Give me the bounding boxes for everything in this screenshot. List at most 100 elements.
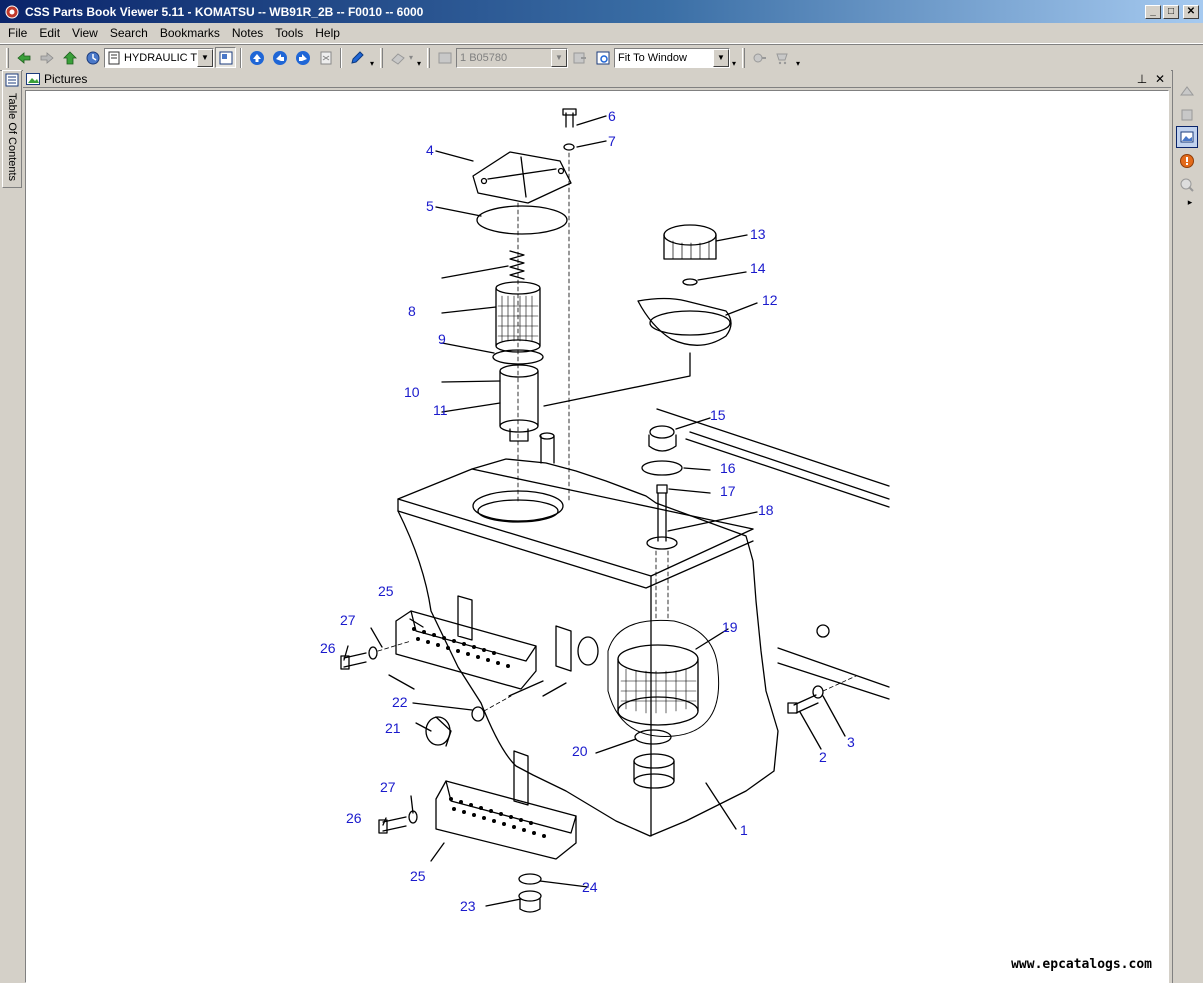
toolbar-overflow-chevron-icon[interactable]: ▾ bbox=[796, 58, 801, 68]
callout-15[interactable]: 15 bbox=[710, 407, 726, 423]
close-button[interactable]: ✕ bbox=[1183, 4, 1199, 19]
pin-icon[interactable]: ⊥ bbox=[1136, 71, 1148, 86]
menu-edit[interactable]: Edit bbox=[39, 26, 61, 40]
picture-tool-button[interactable] bbox=[1176, 126, 1198, 148]
callout-18[interactable]: 18 bbox=[758, 502, 774, 518]
zoom-button[interactable] bbox=[592, 47, 613, 68]
notes-button[interactable] bbox=[387, 47, 408, 68]
book-icon bbox=[108, 51, 120, 64]
callout-13[interactable]: 13 bbox=[750, 226, 766, 242]
diagram-linework bbox=[340, 108, 890, 913]
callout-12[interactable]: 12 bbox=[762, 292, 778, 308]
bookmark-button[interactable] bbox=[346, 47, 367, 68]
callout-7[interactable]: 7 bbox=[608, 133, 616, 149]
callout-3[interactable]: 3 bbox=[847, 734, 855, 750]
callout-16[interactable]: 16 bbox=[720, 460, 736, 476]
menu-tools[interactable]: Tools bbox=[275, 26, 304, 40]
menu-help[interactable]: Help bbox=[315, 26, 340, 40]
home-button[interactable] bbox=[59, 47, 80, 68]
page-combo[interactable]: 1 B05780 ▼ bbox=[456, 47, 569, 68]
toolbar-overflow-chevron-icon[interactable]: ▾ bbox=[417, 58, 422, 68]
info-tool-button[interactable] bbox=[1176, 150, 1198, 172]
chevron-down-icon[interactable]: ▼ bbox=[551, 48, 568, 67]
callout-19[interactable]: 19 bbox=[722, 619, 738, 635]
maximize-icon: □ bbox=[1167, 5, 1175, 17]
cart-button[interactable] bbox=[772, 47, 793, 68]
expand-toolbar-button[interactable]: ▸ bbox=[1183, 196, 1197, 208]
page-nav-icon bbox=[438, 52, 452, 63]
callout-20[interactable]: 20 bbox=[572, 743, 588, 759]
callout-23[interactable]: 23 bbox=[460, 898, 476, 914]
toolbar-grip[interactable] bbox=[427, 47, 431, 68]
menu-bookmarks[interactable]: Bookmarks bbox=[159, 26, 220, 40]
next-page-button[interactable] bbox=[292, 47, 313, 68]
pencil-icon bbox=[350, 50, 364, 64]
toc-side-tab[interactable]: Table Of Contents bbox=[2, 70, 22, 188]
callout-9[interactable]: 9 bbox=[438, 331, 446, 347]
toolbar-separator bbox=[340, 47, 342, 68]
callout-2[interactable]: 2 bbox=[819, 749, 827, 765]
zoom-combo[interactable]: Fit To Window ▼ bbox=[614, 47, 731, 68]
callout-24[interactable]: 24 bbox=[582, 879, 598, 895]
callout-26[interactable]: 26 bbox=[320, 640, 336, 656]
callout-5[interactable]: 5 bbox=[426, 198, 434, 214]
callout-21[interactable]: 21 bbox=[385, 720, 401, 736]
callout-10[interactable]: 10 bbox=[404, 384, 420, 400]
search-tool-button[interactable] bbox=[1176, 174, 1198, 196]
callout-11[interactable]: 11 bbox=[433, 402, 448, 418]
page-nav-button[interactable] bbox=[434, 47, 455, 68]
callout-25[interactable]: 25 bbox=[410, 868, 426, 884]
callout-14[interactable]: 14 bbox=[750, 260, 766, 276]
toc-icon bbox=[5, 73, 19, 87]
parts-list-icon bbox=[753, 53, 766, 62]
section-combo[interactable]: HYDRAULIC T ▼ bbox=[104, 47, 214, 68]
menu-search[interactable]: Search bbox=[109, 26, 148, 40]
toggle-view-button[interactable] bbox=[215, 47, 236, 68]
callout-6[interactable]: 6 bbox=[608, 108, 616, 124]
page-combo-value: 1 B05780 bbox=[460, 51, 508, 64]
maximize-button[interactable]: □ bbox=[1163, 4, 1179, 19]
toolbar-overflow-chevron-icon[interactable]: ▾ bbox=[369, 58, 374, 68]
history-button[interactable] bbox=[82, 47, 103, 68]
toolbar-grip[interactable] bbox=[380, 47, 383, 68]
close-icon[interactable]: ✕ bbox=[1154, 71, 1166, 86]
callout-26[interactable]: 26 bbox=[346, 810, 362, 826]
parts-tool-button[interactable] bbox=[1176, 80, 1198, 102]
callout-25[interactable]: 25 bbox=[378, 583, 394, 599]
chevron-down-icon[interactable]: ▼ bbox=[197, 48, 213, 67]
document-icon bbox=[320, 51, 331, 64]
parts-list-button[interactable] bbox=[749, 47, 770, 68]
menu-bar: File Edit View Search Bookmarks Notes To… bbox=[0, 23, 1203, 44]
page-view-icon bbox=[219, 51, 232, 64]
parts-tool-icon bbox=[1180, 86, 1194, 96]
toolbar-separator bbox=[240, 47, 242, 68]
cart-tool-button[interactable] bbox=[1176, 104, 1198, 126]
toolbar-grip[interactable] bbox=[6, 47, 9, 68]
callout-labels: 1234567891011121314151617181920212223242… bbox=[320, 108, 855, 914]
notes-dropdown-icon[interactable]: ▾ bbox=[409, 53, 414, 62]
callout-17[interactable]: 17 bbox=[720, 483, 736, 499]
forward-button[interactable] bbox=[36, 47, 57, 68]
callout-1[interactable]: 1 bbox=[740, 822, 748, 838]
callout-8[interactable]: 8 bbox=[408, 303, 416, 319]
history-icon bbox=[86, 51, 99, 64]
back-button[interactable] bbox=[13, 47, 34, 68]
callout-22[interactable]: 22 bbox=[392, 694, 408, 710]
callout-27[interactable]: 27 bbox=[340, 612, 356, 628]
exploded-parts-diagram: 1234567891011121314151617181920212223242… bbox=[320, 108, 890, 914]
menu-notes[interactable]: Notes bbox=[231, 26, 264, 40]
callout-4[interactable]: 4 bbox=[426, 142, 434, 158]
print-button[interactable] bbox=[315, 47, 336, 68]
minimize-button[interactable]: _ bbox=[1145, 4, 1161, 19]
arrow-down-circle-icon bbox=[295, 50, 310, 65]
chevron-down-icon[interactable]: ▼ bbox=[713, 48, 730, 67]
prev-page-button[interactable] bbox=[246, 47, 267, 68]
toolbar-overflow-chevron-icon[interactable]: ▾ bbox=[732, 58, 737, 68]
first-page-button[interactable] bbox=[269, 47, 290, 68]
callout-27[interactable]: 27 bbox=[380, 779, 396, 795]
goto-page-button[interactable] bbox=[569, 47, 590, 68]
menu-file[interactable]: File bbox=[8, 26, 28, 40]
menu-view[interactable]: View bbox=[72, 26, 98, 40]
toolbar-grip[interactable] bbox=[742, 47, 746, 68]
